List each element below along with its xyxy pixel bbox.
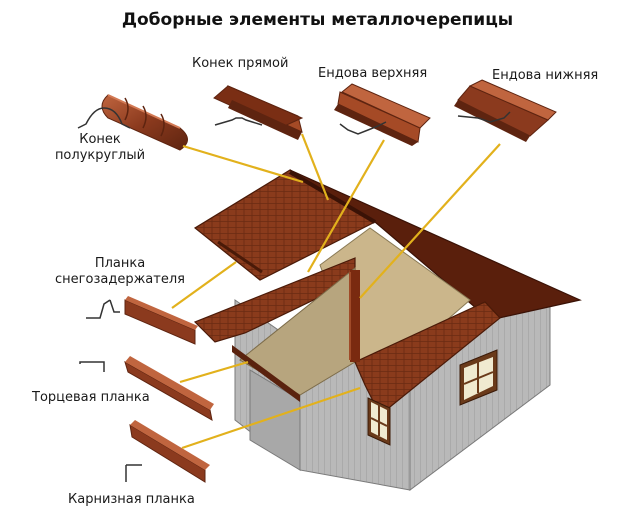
label-ridge-round-line1: Конек [79, 132, 121, 147]
label-snow-guard-line1: Планка [94, 256, 146, 271]
roof-snow-guard [217, 240, 263, 274]
pointer-eave [181, 386, 361, 450]
label-eave: Карнизная планка [68, 492, 195, 507]
window-front [367, 397, 391, 446]
label-ridge-straight: Конек прямой [192, 56, 289, 71]
label-valley-top: Ендова верхняя [318, 66, 428, 81]
label-ridge-round-line2: полукруглый [54, 148, 146, 163]
part-gable-strip [124, 356, 214, 421]
profile-gable [79, 361, 105, 372]
pointer-ridge-straight [300, 133, 330, 201]
part-snow-guard-strip [124, 296, 198, 345]
profile-eave [125, 464, 142, 482]
part-ridge-round [101, 94, 188, 151]
part-ridge-straight [213, 85, 304, 140]
diagram-title: Доборные элементы металлочерепицы [121, 10, 514, 30]
house [193, 169, 582, 491]
roof-ridge [288, 170, 377, 224]
profile-ridge-straight [214, 117, 263, 126]
pointer-lines [171, 133, 501, 450]
house-front-wall [249, 369, 301, 471]
pointer-valley-top [307, 139, 385, 273]
roof-gable-right-slope [354, 301, 501, 416]
label-gable: Торцевая планка [32, 390, 150, 405]
profile-snow-guard [86, 299, 120, 319]
roof-eave-left [232, 345, 300, 402]
profile-valley-top [339, 121, 387, 135]
label-snow-guard-line2: снегозадержателя [55, 272, 185, 287]
profile-valley-bottom [457, 111, 511, 123]
pointer-valley-bottom [359, 143, 501, 299]
part-valley-bottom [454, 79, 557, 142]
pointer-snow-guard [171, 261, 237, 309]
pointer-gable [179, 360, 249, 384]
window-right [459, 349, 498, 406]
pointer-ridge-round [182, 144, 304, 184]
label-ridge-round: Конек полукруглый [40, 132, 160, 164]
profile-ridge-round [77, 107, 131, 129]
part-eave-strip [129, 420, 210, 483]
label-valley-bottom: Ендова нижняя [492, 68, 599, 83]
label-snow-guard: Планка снегозадержателя [40, 256, 200, 288]
part-valley-top [334, 83, 431, 146]
